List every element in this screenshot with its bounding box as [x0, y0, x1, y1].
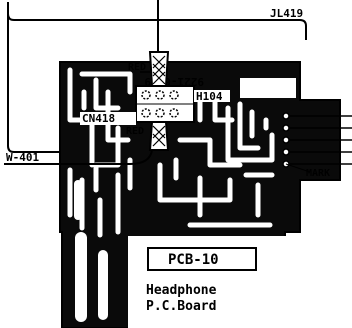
red-top-label: RED [128, 62, 146, 73]
h104-label: H104 [196, 90, 223, 103]
connector-holes [141, 90, 179, 118]
w401-label: W-401 [6, 151, 39, 164]
upper-plug [148, 51, 170, 87]
cn418-label: CN418 [82, 112, 115, 125]
upper-plug-hatch [152, 55, 166, 85]
slot-shapes [76, 235, 107, 319]
mark-leader [285, 163, 311, 173]
output-pins [282, 112, 290, 168]
board-title-line1: Headphone [146, 283, 217, 298]
jl419-cable-top [7, 13, 307, 40]
red-mid-label: RED [126, 126, 144, 137]
w401-wire [4, 149, 153, 165]
cn418-bg [80, 112, 136, 125]
lower-plug-hatch [152, 125, 166, 147]
board-title-line2: P.C.Board [146, 299, 216, 314]
lower-plug [148, 121, 170, 151]
output-wires [286, 115, 352, 165]
mark-label: MARK [306, 168, 330, 179]
h104-bg [194, 90, 230, 102]
pcb-number-box [147, 247, 257, 271]
jl419-cable [7, 2, 60, 153]
pcb-number-label: PCB-10 [168, 252, 219, 268]
jl419-label: JL419 [270, 7, 303, 20]
